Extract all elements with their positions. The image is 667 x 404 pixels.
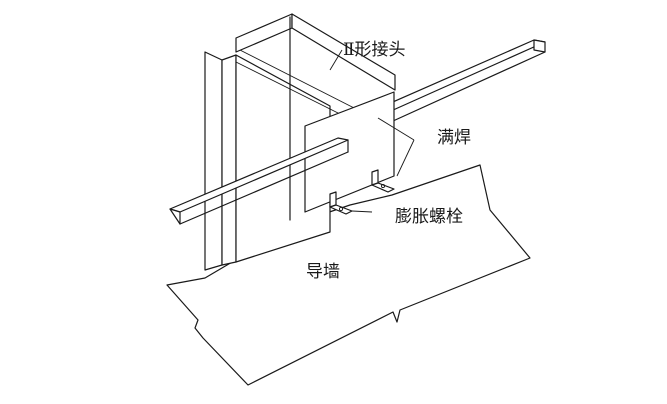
expansion-bolt-label: 膨胀螺栓	[395, 207, 463, 227]
expansion-bolt-bracket-2	[371, 169, 395, 193]
pi-joint-label: Ⅱ形接头	[343, 40, 406, 60]
full-weld-label: 满焊	[437, 128, 471, 148]
leader-lines	[329, 49, 415, 213]
expansion-bolt-bracket-1	[329, 191, 353, 215]
lower-angle-rail	[169, 137, 349, 225]
guide-wall-label: 导墙	[306, 262, 340, 282]
steel-flange-plate	[204, 51, 237, 271]
